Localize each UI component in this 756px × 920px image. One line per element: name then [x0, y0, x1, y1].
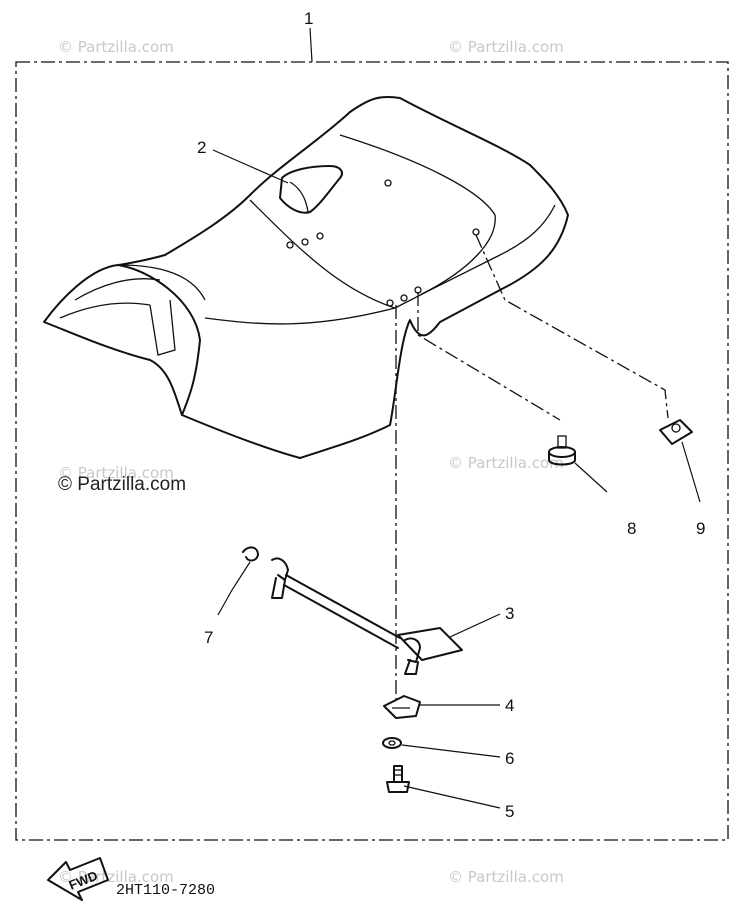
- nut: [659, 419, 701, 503]
- damper: [548, 435, 608, 493]
- callout-7: 7: [204, 628, 213, 647]
- washer: [382, 737, 501, 758]
- clip: [217, 546, 259, 616]
- watermark-mid-right: © Partzilla.com: [448, 454, 564, 472]
- watermark-bottom-right: © Partzilla.com: [448, 868, 564, 886]
- callout-5: 5: [505, 802, 514, 821]
- watermark-mid-left: © Partzilla.com: [58, 464, 174, 482]
- watermark-bottom-left: © Partzilla.com: [58, 868, 174, 886]
- leader-2: [212, 149, 289, 184]
- callout-6: 6: [505, 749, 514, 768]
- bracket: [383, 695, 500, 719]
- alignment-line-nut: [475, 234, 669, 419]
- callout-2: 2: [197, 138, 206, 157]
- callout-1: 1: [304, 9, 313, 28]
- assembly-leader: [309, 27, 313, 63]
- copyright-text: © Partzilla.com: [58, 474, 186, 495]
- callout-8: 8: [627, 519, 636, 538]
- assembly-boundary: [15, 61, 729, 841]
- seat: [43, 95, 569, 459]
- hinge-shaft: [271, 557, 501, 675]
- alignment-line-damper: [417, 292, 561, 421]
- watermark-top-right: © Partzilla.com: [448, 38, 564, 56]
- diagram-part-number: 2HT110-7280: [116, 882, 215, 899]
- watermark-top-left: © Partzilla.com: [58, 38, 174, 56]
- bolt: [386, 765, 501, 809]
- callout-4: 4: [505, 696, 514, 715]
- callout-9: 9: [696, 519, 705, 538]
- callout-3: 3: [505, 604, 514, 623]
